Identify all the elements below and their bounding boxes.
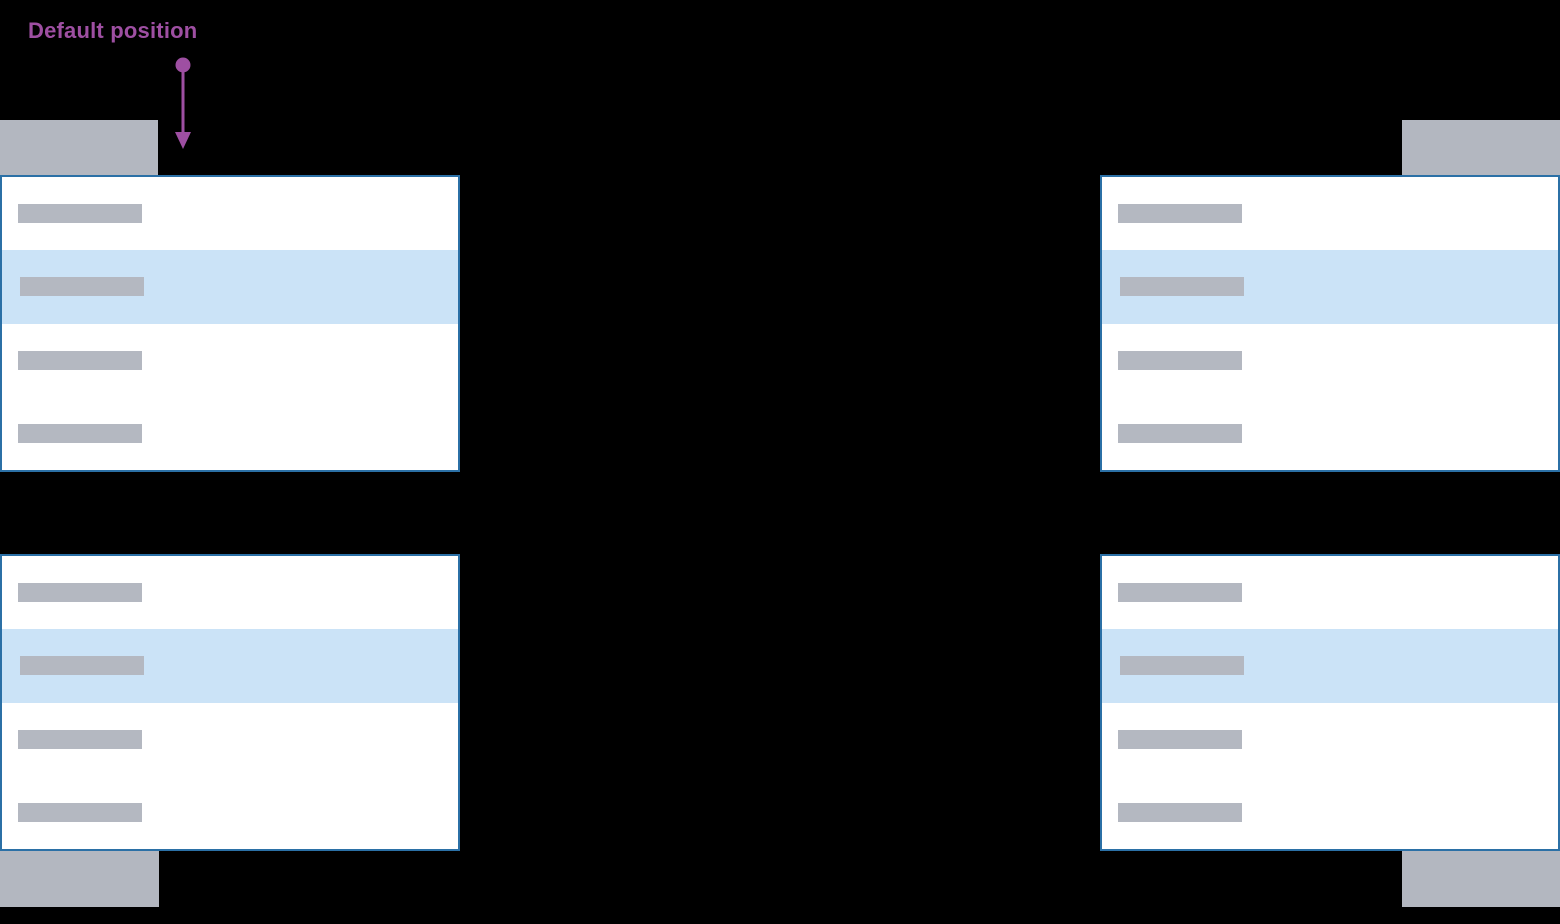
menu-item-text-placeholder (1118, 583, 1242, 603)
menu-item[interactable] (2, 324, 458, 397)
menu-item-text-placeholder (18, 204, 142, 224)
menu-item-text-placeholder (18, 729, 142, 749)
menu-item[interactable] (2, 397, 458, 470)
dropdown-menu-bottom-left (0, 554, 460, 851)
menu-item-text-placeholder (18, 583, 142, 603)
menu-item-text-placeholder (1120, 277, 1244, 297)
menu-item-text-placeholder (1118, 204, 1242, 224)
dropdown-trigger-top-left[interactable] (0, 120, 158, 175)
menu-item-text-placeholder (20, 277, 144, 297)
dropdown-menu-bottom-right (1100, 554, 1560, 851)
menu-item-text-placeholder (18, 423, 142, 443)
dropdown-menu-top-right (1100, 175, 1560, 472)
menu-item[interactable] (1102, 556, 1558, 629)
menu-item-text-placeholder (1118, 423, 1242, 443)
menu-item[interactable] (1102, 177, 1558, 250)
menu-item[interactable] (1102, 776, 1558, 849)
menu-item-text-placeholder (18, 802, 142, 822)
menu-item-highlighted[interactable] (1102, 250, 1558, 324)
menu-item[interactable] (1102, 703, 1558, 776)
menu-item-highlighted[interactable] (1102, 629, 1558, 703)
dropdown-trigger-bottom-right[interactable] (1402, 851, 1560, 907)
menu-item-text-placeholder (1120, 656, 1244, 676)
dropdown-menu-top-left (0, 175, 460, 472)
menu-item-text-placeholder (1118, 729, 1242, 749)
menu-item[interactable] (2, 556, 458, 629)
menu-item[interactable] (2, 776, 458, 849)
menu-item[interactable] (1102, 397, 1558, 470)
menu-item[interactable] (1102, 324, 1558, 397)
dropdown-trigger-top-right[interactable] (1402, 120, 1560, 175)
dropdown-trigger-bottom-left[interactable] (0, 851, 159, 907)
down-arrow-icon (175, 57, 191, 149)
menu-item-text-placeholder (1118, 350, 1242, 370)
menu-item-text-placeholder (20, 656, 144, 676)
menu-item[interactable] (2, 703, 458, 776)
menu-item-highlighted[interactable] (2, 629, 458, 703)
menu-item[interactable] (2, 177, 458, 250)
menu-item-highlighted[interactable] (2, 250, 458, 324)
menu-item-text-placeholder (18, 350, 142, 370)
menu-item-text-placeholder (1118, 802, 1242, 822)
annotation-default-position: Default position (28, 18, 198, 43)
